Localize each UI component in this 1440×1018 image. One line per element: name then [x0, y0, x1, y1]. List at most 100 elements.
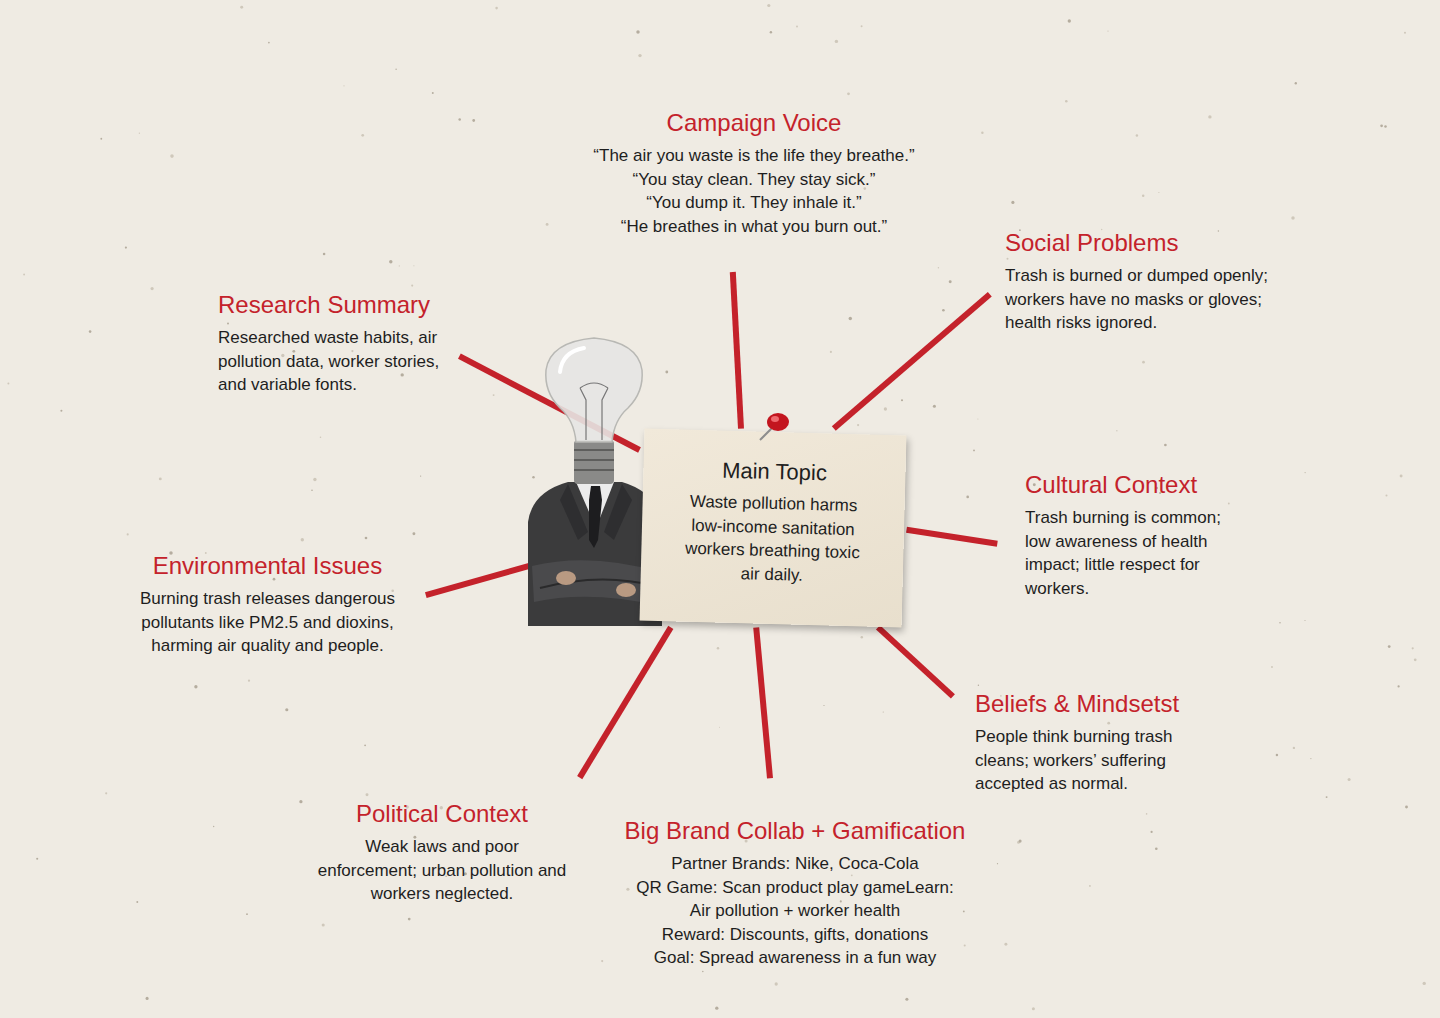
paper-speck — [1423, 982, 1426, 985]
topic-heading: Environmental Issues — [115, 551, 420, 581]
paper-speck — [1158, 192, 1159, 193]
paper-speck — [796, 26, 798, 28]
topic-group: Beliefs & MindsetstPeople think burning … — [975, 689, 1215, 796]
sticky-note: Main TopicWaste pollution harms low-inco… — [640, 429, 907, 628]
topic-group: Cultural ContextTrash burning is common;… — [1025, 470, 1260, 600]
paper-speck — [1304, 620, 1305, 621]
paper-speck — [933, 405, 936, 408]
paper-speck — [432, 92, 434, 94]
paper-speck — [493, 394, 495, 396]
filament — [580, 383, 608, 440]
paper-speck — [1405, 806, 1408, 809]
paper-speck — [977, 418, 978, 419]
paper-speck — [964, 944, 966, 946]
paper-speck — [365, 537, 368, 540]
paper-speck — [1388, 645, 1391, 648]
paper-speck — [835, 40, 838, 43]
paper-speck — [830, 351, 832, 353]
paper-speck — [973, 449, 975, 451]
paper-speck — [395, 69, 396, 70]
connector — [756, 627, 770, 778]
paper-speck — [966, 496, 969, 499]
topic-group: Environmental IssuesBurning trash releas… — [115, 551, 420, 658]
paper-speck — [1089, 885, 1091, 887]
paper-speck — [472, 119, 475, 122]
paper-speck — [1228, 503, 1230, 505]
paper-speck — [851, 874, 853, 876]
paper-speck — [638, 54, 641, 57]
topic-heading: Big Brand Collab + Gamification — [580, 816, 1010, 846]
topic-body: Trash is burned or dumped openly; worker… — [1005, 264, 1305, 335]
topic-body: Waste pollution harms low-income sanitat… — [679, 490, 867, 589]
paper-speck — [861, 636, 863, 638]
paper-speck — [299, 800, 302, 803]
paper-speck — [823, 705, 824, 706]
paper-speck — [60, 410, 62, 412]
connector — [834, 294, 990, 428]
paper-speck — [1155, 847, 1158, 850]
paper-speck — [1107, 30, 1108, 31]
paper-speck — [1380, 124, 1383, 127]
topic-body: QR Game: Scan product play gameLearn: — [580, 876, 1010, 900]
paper-speck — [1305, 472, 1306, 473]
paper-speck — [100, 138, 102, 140]
pin-head — [767, 413, 789, 431]
topic-heading: Cultural Context — [1025, 470, 1260, 500]
paper-speck — [458, 118, 461, 121]
paper-speck — [323, 253, 326, 256]
paper-speck — [285, 708, 288, 711]
pin-needle — [760, 424, 776, 440]
paper-speck — [1142, 361, 1145, 364]
topic-body: People think burning trash cleans; worke… — [975, 725, 1203, 796]
topic-group: Political ContextWeak laws and poor enfo… — [297, 799, 587, 906]
paper-speck — [1032, 1007, 1035, 1010]
paper-speck — [1310, 758, 1311, 759]
connector — [907, 530, 998, 544]
paper-speck — [1385, 494, 1387, 496]
topic-heading: Political Context — [297, 799, 587, 829]
paper-speck — [770, 31, 772, 33]
paper-speck — [170, 154, 174, 158]
paper-speck — [159, 477, 162, 480]
paper-speck — [361, 134, 364, 137]
paper-speck — [938, 267, 939, 268]
paper-speck — [1142, 194, 1145, 197]
paper-speck — [136, 901, 138, 903]
paper-speck — [151, 287, 154, 290]
topic-group: Research SummaryResearched waste habits,… — [218, 290, 455, 397]
paper-speck — [268, 42, 270, 44]
paper-speck — [861, 25, 863, 27]
paper-speck — [7, 383, 9, 385]
topic-body: Researched waste habits, air pollution d… — [218, 326, 443, 397]
paper-speck — [1326, 796, 1328, 798]
paper-speck — [320, 436, 322, 438]
paper-speck — [1068, 19, 1071, 22]
paper-speck — [311, 489, 313, 491]
paper-speck — [1116, 430, 1117, 431]
paper-speck — [1019, 840, 1022, 843]
bulb-thread — [574, 449, 614, 451]
paper-speck — [601, 960, 603, 962]
paper-speck — [997, 863, 998, 864]
bulb-glass — [546, 338, 642, 442]
topic-heading: Research Summary — [218, 290, 455, 320]
tie — [589, 486, 602, 548]
paper-speck — [89, 330, 92, 333]
paper-speck — [884, 407, 887, 410]
topic-group: Campaign Voice“The air you waste is the … — [504, 108, 1004, 238]
paper-speck — [1208, 115, 1211, 118]
paper-speck — [1218, 230, 1219, 231]
paper-speck — [767, 4, 770, 7]
paper-speck — [626, 888, 629, 891]
paper-speck — [194, 685, 197, 688]
paper-speck — [343, 85, 344, 86]
paper-speck — [1007, 258, 1009, 260]
bulb-thread — [574, 469, 614, 471]
paper-speck — [1136, 134, 1138, 136]
paper-speck — [883, 711, 884, 712]
paper-speck — [495, 7, 498, 10]
paper-speck — [978, 684, 979, 685]
paper-speck — [1011, 201, 1014, 204]
bulb-highlight — [560, 348, 584, 372]
paper-speck — [963, 911, 965, 913]
